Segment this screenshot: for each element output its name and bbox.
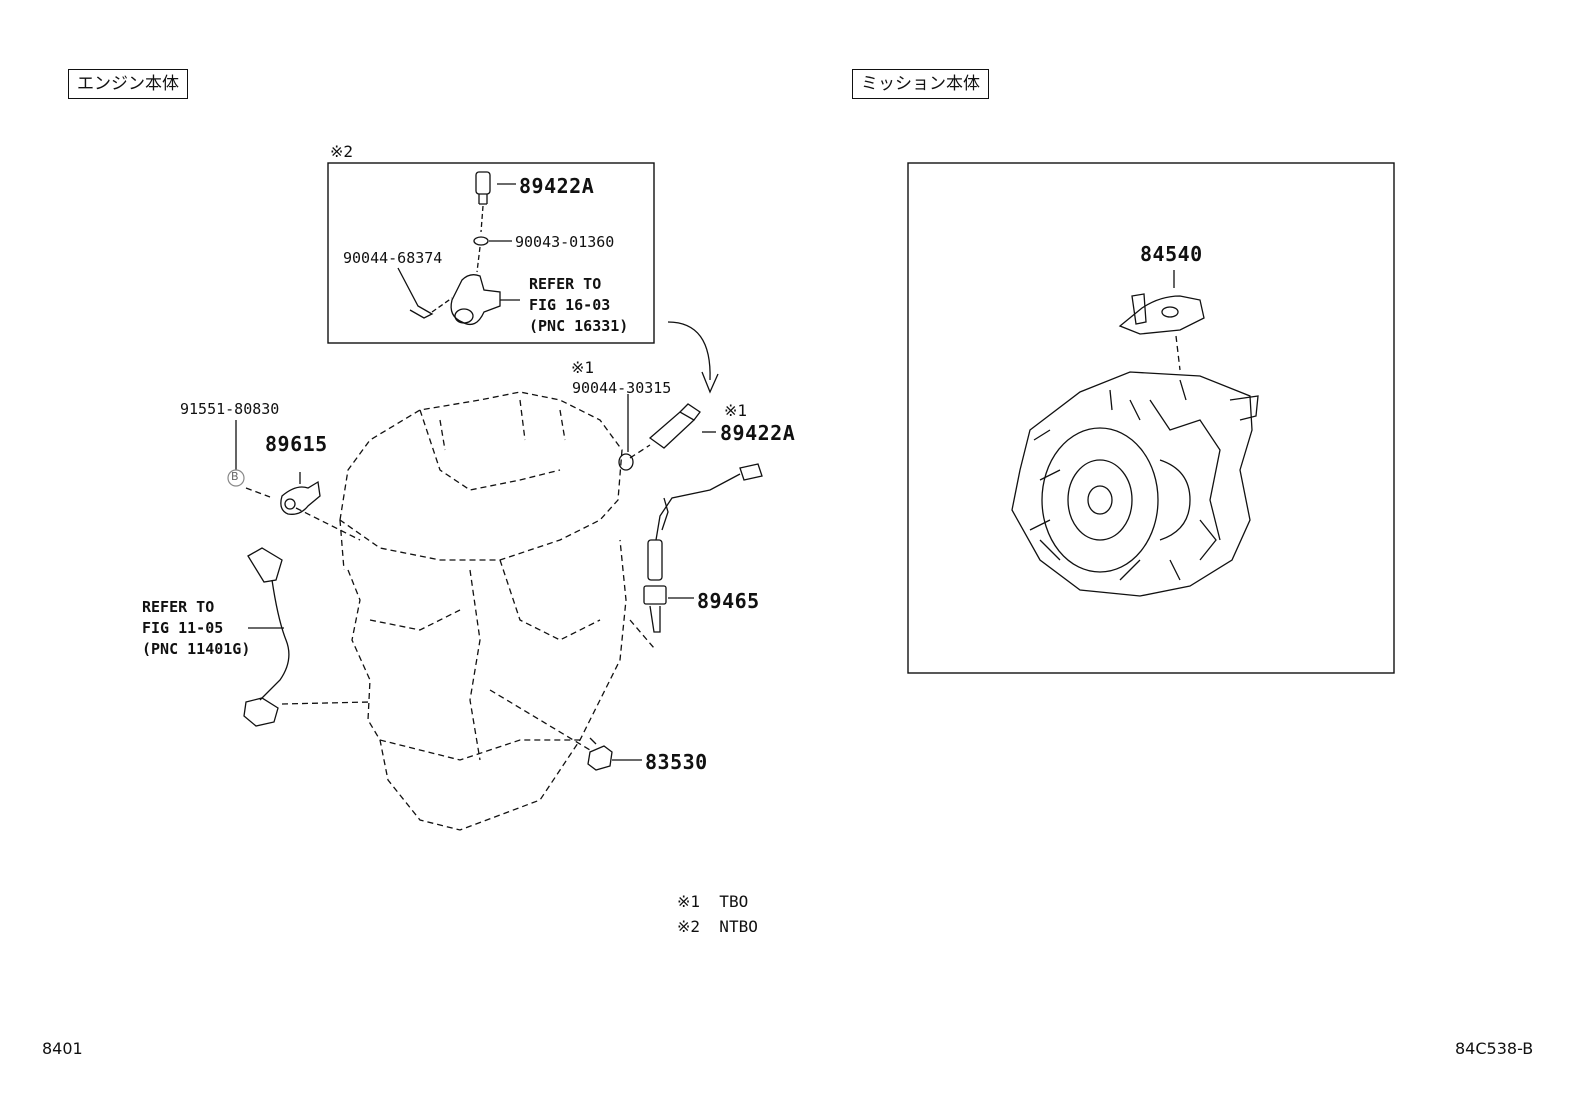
circle-b-marker: B bbox=[231, 470, 239, 483]
part-90043-01360: 90043-01360 bbox=[515, 233, 615, 251]
page-number: 8401 bbox=[42, 1039, 83, 1058]
engine-parts bbox=[235, 394, 763, 771]
note-ntbo: ※2 NTBO bbox=[677, 917, 758, 936]
inset-refer-note: REFER TO FIG 16-03 (PNC 16331) bbox=[529, 275, 629, 335]
engine-marker-1b: ※1 bbox=[724, 401, 748, 420]
part-89615: 89615 bbox=[265, 432, 328, 456]
part-90044-30315: 90044-30315 bbox=[572, 379, 672, 397]
part-89422A: 89422A bbox=[720, 421, 796, 445]
part-83530: 83530 bbox=[645, 750, 708, 774]
part-90044-68374: 90044-68374 bbox=[343, 249, 443, 267]
inset-frame bbox=[327, 162, 655, 344]
engine-refer-note: REFER TO FIG 11-05 (PNC 11401G) bbox=[142, 598, 251, 658]
part-89465: 89465 bbox=[697, 589, 760, 613]
part-91551-80830: 91551-80830 bbox=[180, 400, 280, 418]
transmission-section-label: ミッション本体 bbox=[852, 69, 989, 99]
inset-parts bbox=[397, 171, 520, 326]
transmission-parts bbox=[1011, 270, 1259, 597]
transmission-frame bbox=[907, 162, 1395, 674]
figure-id: 84C538-B bbox=[1455, 1039, 1534, 1058]
part-84540: 84540 bbox=[1140, 242, 1203, 266]
note-tbo: ※1 TBO bbox=[677, 892, 749, 911]
inset-marker: ※2 bbox=[330, 142, 354, 161]
engine-marker-1: ※1 bbox=[571, 358, 595, 377]
footnotes: ※1 TBO ※2 NTBO bbox=[677, 889, 758, 939]
engine-section-label: エンジン本体 bbox=[68, 69, 188, 99]
part-89422A-inset: 89422A bbox=[519, 174, 595, 198]
engine-outline bbox=[245, 391, 655, 831]
